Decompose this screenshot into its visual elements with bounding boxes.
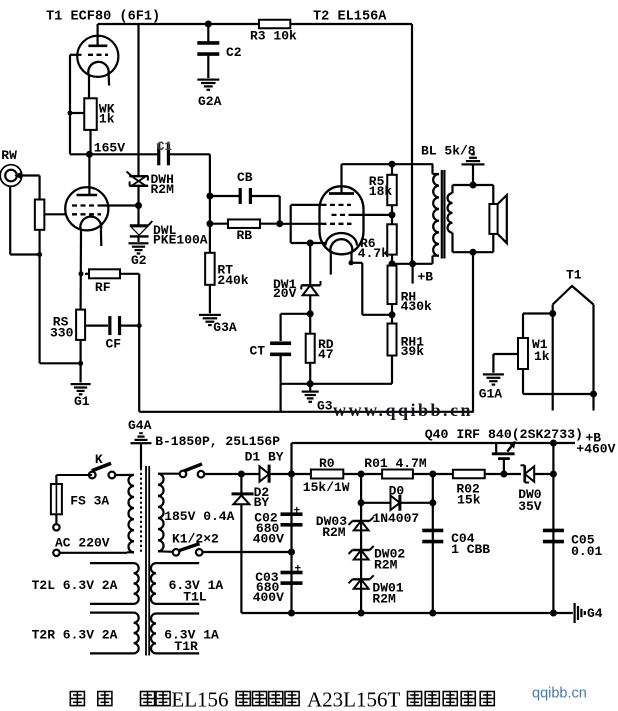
svg-text:Q40 IRF 840(2SK2733): Q40 IRF 840(2SK2733) bbox=[425, 427, 583, 442]
svg-text:R01 4.7M: R01 4.7M bbox=[364, 456, 427, 471]
svg-text:C02: C02 bbox=[254, 511, 278, 526]
svg-text:39k: 39k bbox=[401, 344, 425, 359]
svg-text:G4A: G4A bbox=[128, 418, 152, 433]
svg-text:RH: RH bbox=[401, 290, 417, 305]
svg-text:330: 330 bbox=[50, 326, 74, 341]
svg-text:T1: T1 bbox=[566, 268, 582, 283]
svg-text:PKE100A: PKE100A bbox=[153, 233, 208, 248]
svg-text:1k: 1k bbox=[534, 349, 550, 364]
svg-text:+B: +B bbox=[586, 431, 602, 446]
svg-text:47: 47 bbox=[318, 347, 334, 362]
svg-text:400V: 400V bbox=[253, 590, 284, 605]
svg-text:0.01: 0.01 bbox=[571, 544, 602, 559]
svg-text:W1: W1 bbox=[532, 337, 548, 352]
svg-text:G2: G2 bbox=[131, 253, 147, 268]
svg-text:C05: C05 bbox=[571, 533, 595, 548]
svg-text:RD: RD bbox=[318, 337, 334, 352]
svg-text:680: 680 bbox=[256, 521, 280, 536]
svg-text:6.3V 1A: 6.3V 1A bbox=[164, 628, 219, 643]
svg-text:1k: 1k bbox=[99, 112, 115, 127]
svg-text:BY: BY bbox=[254, 495, 270, 510]
svg-text:R2M: R2M bbox=[374, 558, 398, 573]
svg-text:www.qqibb.cn: www.qqibb.cn bbox=[333, 400, 473, 420]
svg-text:qqibb.cn: qqibb.cn bbox=[532, 686, 587, 702]
svg-text:T1R: T1R bbox=[174, 639, 198, 654]
svg-text:G1: G1 bbox=[74, 394, 90, 409]
svg-text:G3A: G3A bbox=[213, 320, 237, 335]
svg-text:400V: 400V bbox=[253, 532, 284, 547]
svg-text:T2L 6.3V 2A: T2L 6.3V 2A bbox=[32, 578, 118, 593]
svg-text:R2M: R2M bbox=[151, 182, 175, 197]
svg-text:R3 10k: R3 10k bbox=[250, 29, 297, 44]
svg-text:185V 0.4A: 185V 0.4A bbox=[164, 509, 234, 524]
svg-text:DW0: DW0 bbox=[518, 487, 542, 502]
svg-text:1 CBB: 1 CBB bbox=[451, 542, 490, 557]
svg-text:+: + bbox=[295, 564, 302, 576]
svg-text:D1 BY: D1 BY bbox=[245, 450, 284, 465]
svg-text:A23L156T: A23L156T bbox=[307, 687, 400, 711]
svg-text:CF: CF bbox=[106, 337, 122, 352]
svg-text:R02: R02 bbox=[456, 482, 480, 497]
svg-text:G4: G4 bbox=[587, 606, 603, 621]
svg-text:R2M: R2M bbox=[322, 525, 346, 540]
svg-text:15k/1W: 15k/1W bbox=[303, 480, 350, 495]
svg-text:R6: R6 bbox=[360, 236, 376, 251]
svg-text:R0: R0 bbox=[319, 456, 335, 471]
svg-text:T2R 6.3V 2A: T2R 6.3V 2A bbox=[32, 628, 118, 643]
svg-text:4.7k: 4.7k bbox=[358, 246, 389, 261]
svg-text:RW: RW bbox=[1, 148, 17, 163]
svg-text:AC 220V: AC 220V bbox=[55, 536, 110, 551]
svg-text:C1: C1 bbox=[157, 140, 172, 154]
svg-text:EL156: EL156 bbox=[171, 687, 228, 711]
svg-text:DWH: DWH bbox=[151, 172, 174, 187]
svg-text:WK: WK bbox=[99, 102, 115, 117]
svg-text:+B: +B bbox=[418, 270, 434, 285]
svg-text:CB: CB bbox=[237, 170, 253, 185]
svg-text:T1L: T1L bbox=[183, 590, 207, 605]
svg-text:B-1850P, 25L156P: B-1850P, 25L156P bbox=[155, 434, 280, 449]
svg-text:R5: R5 bbox=[369, 174, 385, 189]
svg-text:18k: 18k bbox=[369, 184, 393, 199]
svg-text:20V: 20V bbox=[273, 286, 297, 301]
svg-text:G2A: G2A bbox=[198, 94, 222, 109]
svg-text:RB: RB bbox=[237, 228, 253, 243]
svg-text:T1 ECF80 (6F1): T1 ECF80 (6F1) bbox=[46, 10, 160, 25]
svg-text:C04: C04 bbox=[451, 531, 475, 546]
svg-text:DW01: DW01 bbox=[372, 581, 403, 596]
svg-text:C2: C2 bbox=[226, 45, 242, 60]
svg-text:35V: 35V bbox=[518, 499, 542, 514]
svg-text:+: + bbox=[294, 506, 301, 518]
svg-text:D0: D0 bbox=[389, 484, 405, 499]
svg-text:RS: RS bbox=[53, 315, 69, 330]
svg-text:165V: 165V bbox=[94, 141, 125, 156]
svg-text:DW1: DW1 bbox=[273, 277, 297, 292]
svg-text:K: K bbox=[95, 452, 103, 467]
svg-text:6.3V 1A: 6.3V 1A bbox=[169, 578, 224, 593]
svg-text:430k: 430k bbox=[401, 299, 432, 314]
svg-text:T2 EL156A: T2 EL156A bbox=[313, 10, 387, 25]
svg-text:BL 5k/8: BL 5k/8 bbox=[421, 144, 476, 159]
svg-text:DWL: DWL bbox=[153, 223, 177, 238]
svg-text:G3: G3 bbox=[317, 399, 333, 414]
svg-text:DW02: DW02 bbox=[374, 547, 405, 562]
svg-text:1N4007: 1N4007 bbox=[372, 511, 419, 526]
svg-text:RT: RT bbox=[217, 263, 233, 278]
svg-text:RF: RF bbox=[95, 280, 111, 295]
svg-text:15k: 15k bbox=[457, 493, 481, 508]
svg-text:C03: C03 bbox=[255, 570, 279, 585]
svg-text:240k: 240k bbox=[217, 273, 248, 288]
svg-text:G1A: G1A bbox=[479, 387, 503, 402]
svg-text:K1/2×2: K1/2×2 bbox=[172, 532, 219, 547]
svg-text:FS 3A: FS 3A bbox=[70, 494, 109, 509]
svg-text:D2: D2 bbox=[254, 485, 270, 500]
svg-text:680: 680 bbox=[256, 580, 280, 595]
svg-text:RH1: RH1 bbox=[401, 335, 425, 350]
svg-text:+460V: +460V bbox=[576, 442, 615, 457]
svg-text:CT: CT bbox=[250, 344, 266, 359]
svg-text:R2M: R2M bbox=[372, 592, 396, 607]
svg-text:DW03: DW03 bbox=[316, 514, 347, 529]
